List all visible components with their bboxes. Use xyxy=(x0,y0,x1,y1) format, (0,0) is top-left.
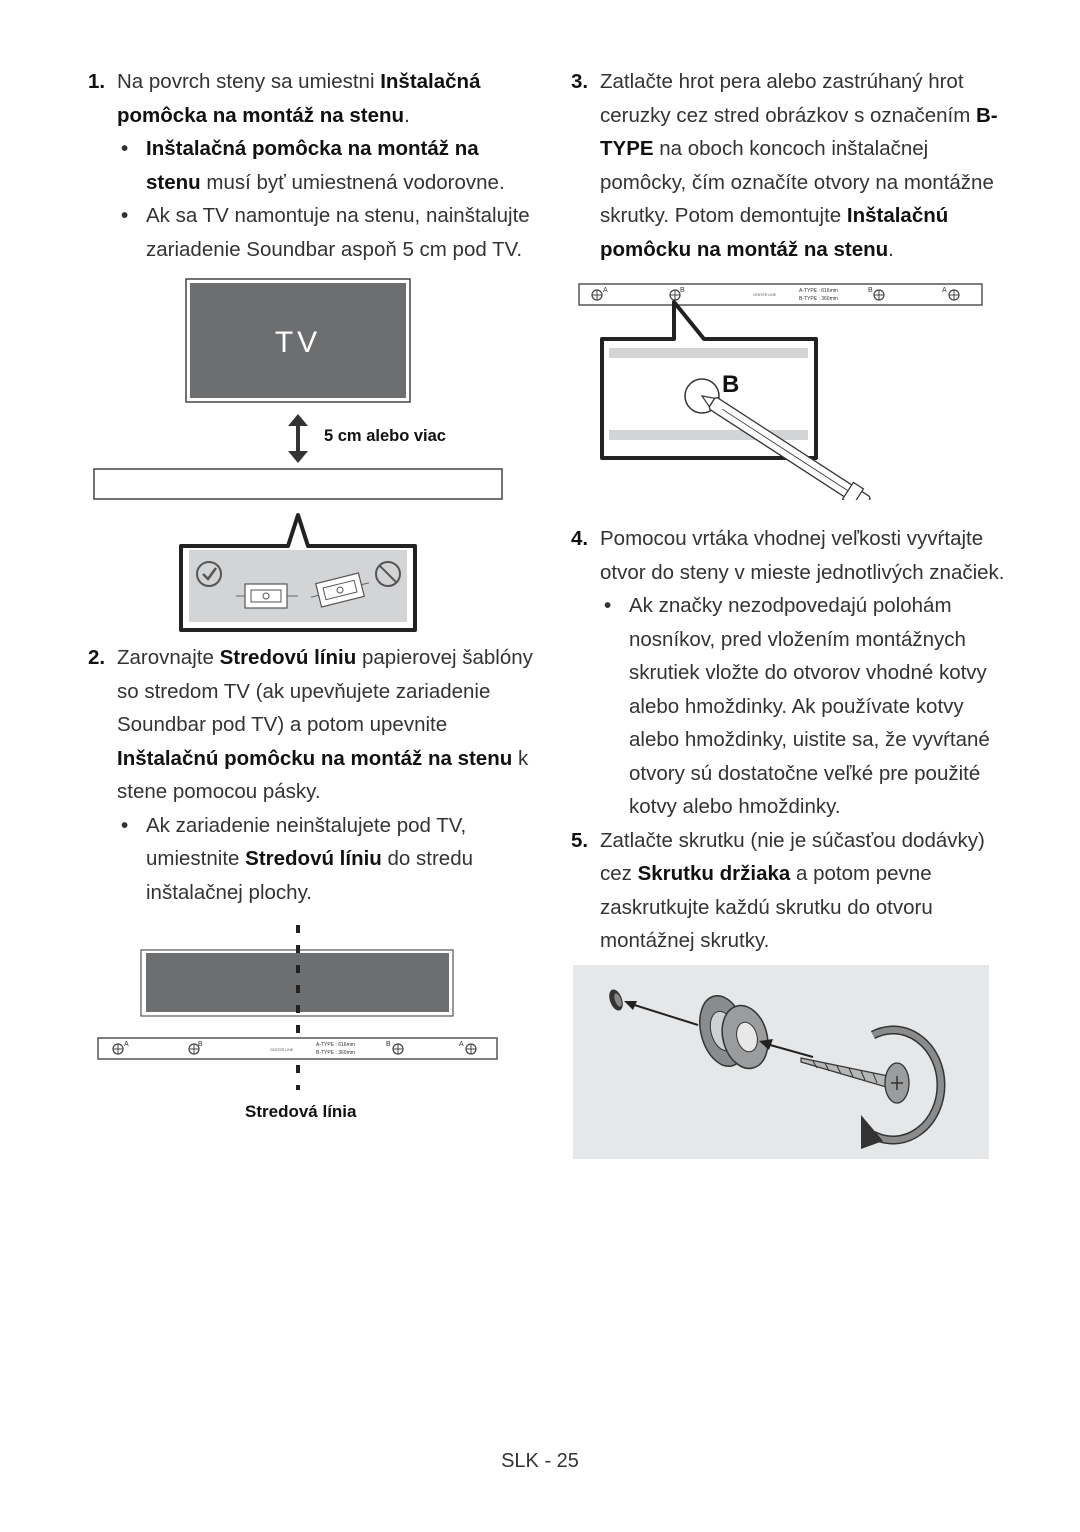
soundbar xyxy=(93,468,503,500)
tv-label: TV xyxy=(275,326,321,359)
svg-text:B-TYPE : 360mm: B-TYPE : 360mm xyxy=(316,1050,355,1056)
svg-text:A-TYPE : 616mm: A-TYPE : 616mm xyxy=(316,1042,355,1048)
bullet-1: • Inštalačná pomôcka na montáž na stenu … xyxy=(121,137,505,194)
right-column-lower: 4. Pomocou vrtáka vhodnej veľkosti vyvŕt… xyxy=(571,522,1016,958)
template-strip xyxy=(97,1037,498,1060)
svg-text:CENTER LINE: CENTER LINE xyxy=(753,293,777,297)
svg-text:B: B xyxy=(386,1041,391,1048)
rotate-arrow-icon xyxy=(861,1025,946,1149)
level-correct-icon xyxy=(236,583,298,609)
svg-text:A: A xyxy=(124,1041,129,1048)
step-4: 4. Pomocou vrtáka vhodnej veľkosti vyvŕt… xyxy=(571,527,1005,584)
step-5: 5. Zatlačte skrutku (nie je súčasťou dod… xyxy=(571,828,985,953)
svg-text:A-TYPE : 616mm: A-TYPE : 616mm xyxy=(799,288,838,294)
svg-text:A: A xyxy=(942,287,947,294)
screw-figure xyxy=(573,965,989,1159)
svg-text:A: A xyxy=(603,287,608,294)
right-column: 3. Zatlačte hrot pera alebo zastrúhaný h… xyxy=(571,65,1016,266)
target-icon xyxy=(591,289,960,301)
wall-hole-icon xyxy=(609,989,623,1011)
screw-icon xyxy=(800,1057,910,1104)
left-column: 1. Na povrch steny sa umiestni Inštalačn… xyxy=(88,65,533,266)
page-number: SLK - 25 xyxy=(501,1450,579,1472)
bullet-4: • Ak značky nezodpovedajú polohám nosník… xyxy=(604,594,990,818)
step-2: 2. Zarovnajte Stredovú líniu papierovej … xyxy=(88,646,533,803)
level-tilted-icon xyxy=(310,572,370,608)
pen-icon xyxy=(700,395,871,500)
bullet-3: • Ak zariadenie neinštalujete pod TV, um… xyxy=(121,813,473,904)
double-arrow-icon xyxy=(288,414,308,463)
prohibited-icon xyxy=(375,561,401,587)
center-line-label: Stredová línia xyxy=(245,1102,357,1121)
check-icon xyxy=(196,561,222,587)
target-icon xyxy=(112,1043,477,1055)
svg-text:B: B xyxy=(198,1041,203,1048)
step-3: 3. Zatlačte hrot pera alebo zastrúhaný h… xyxy=(571,70,998,261)
b-zoom-label: B xyxy=(722,371,739,398)
marking-figure: A B B A CENTER LINE A-TYPE : 616mm B-TYP… xyxy=(578,283,983,500)
tv-soundbar-figure: TV 5 cm alebo viac xyxy=(93,278,503,632)
left-column-lower: 2. Zarovnajte Stredovú líniu papierovej … xyxy=(88,641,533,909)
svg-text:B: B xyxy=(868,287,873,294)
bullet-2: • Ak sa TV namontuje na stenu, nainštalu… xyxy=(121,204,530,261)
svg-text:B: B xyxy=(680,287,685,294)
center-line-figure: A B B A CENTER LINE A-TYPE : 616mm B-TYP… xyxy=(97,925,498,1090)
distance-label: 5 cm alebo viac xyxy=(324,427,446,445)
svg-text:CENTER LINE: CENTER LINE xyxy=(270,1048,294,1052)
holder-screw-icon xyxy=(699,995,769,1070)
svg-text:B-TYPE : 360mm: B-TYPE : 360mm xyxy=(799,296,838,302)
template-strip xyxy=(578,283,983,306)
step-1: 1. Na povrch steny sa umiestni Inštalačn… xyxy=(88,70,481,127)
svg-text:A: A xyxy=(459,1041,464,1048)
